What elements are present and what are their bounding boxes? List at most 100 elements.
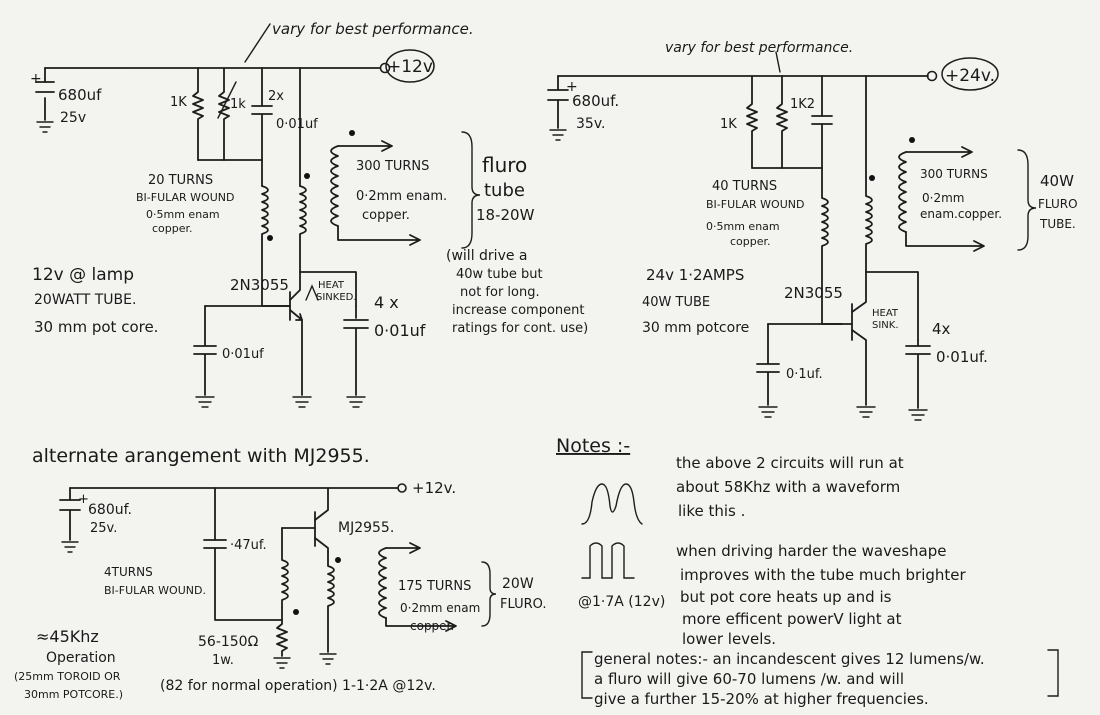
core-line2-alt: 30mm POTCORE.) [24, 688, 123, 701]
general-notes-bracket-left [581, 651, 593, 699]
secondary-turns-12v: 300 TURNS [356, 159, 429, 174]
waveform-sketches [581, 483, 643, 579]
spec-line2-12v: 20WATT TUBE. [34, 292, 136, 308]
base-cap-value-24v: 0·1uf. [786, 367, 823, 382]
load-line1-alt: 20W [502, 576, 534, 592]
primary-winding-24v: BI-FULAR WOUND [706, 198, 804, 211]
secondary-wire1-12v: 0·2mm enam. [356, 189, 447, 204]
vary-note-12v: vary for best performance. [272, 20, 474, 38]
freq-label-alt: ≈45Khz [36, 627, 99, 646]
notes-line7: more efficent powerV light at [682, 610, 902, 628]
cap-47-label: ·47uf. [230, 538, 267, 553]
resistor-watt-alt: 1w. [212, 653, 234, 668]
load-line2-12v: tube [484, 180, 525, 201]
spec-line1-24v: 24v 1·2AMPS [646, 266, 744, 284]
warning-line1-12v: (will drive a [446, 248, 528, 264]
waveform-current-label: @1·7A (12v) [578, 594, 665, 610]
primary-wire1-24v: 0·5mm enam [706, 220, 780, 233]
notes-line4: when driving harder the waveshape [676, 542, 946, 560]
secondary-wire1-24v: 0·2mm [922, 191, 964, 205]
notes-line6: but pot core heats up and is [680, 588, 892, 606]
heatsink-line1-24v: HEAT [872, 308, 899, 319]
supply-label-12v: +12v [387, 57, 433, 77]
circuit-24v: + [547, 51, 1037, 421]
primary-wire2-12v: copper. [152, 222, 193, 235]
primary-winding-12v: BI-FULAR WOUND [136, 191, 234, 204]
spec-line2-24v: 40W TUBE [642, 295, 710, 310]
input-cap-voltage-24v: 35v. [576, 116, 605, 132]
cap-count-12v: 2x [268, 89, 284, 104]
primary-wire1-12v: 0·5mm enam [146, 208, 220, 221]
output-cap-value-24v: 0·01uf. [936, 348, 988, 366]
base-cap-value-12v: 0·01uf [222, 347, 264, 362]
core-line1-alt: (25mm TOROID OR [14, 670, 121, 683]
operation-label-alt: Operation [46, 650, 116, 666]
warning-line2-12v: 40w tube but [456, 267, 543, 282]
secondary-wire2-alt: copper. [410, 619, 454, 633]
load-line3-24v: TUBE. [1039, 217, 1076, 231]
pot-label-24v: 1K2 [790, 97, 815, 112]
resistor-label-24v: 1K [720, 117, 737, 132]
general-notes-bracket-right [1047, 649, 1059, 697]
primary-turns-24v: 40 TURNS [712, 179, 777, 194]
primary-turns-alt: 4TURNS [104, 565, 153, 579]
load-line2-24v: FLURO [1038, 197, 1078, 211]
circuit-12v: + [30, 23, 481, 408]
primary-winding-alt: BI-FULAR WOUND. [104, 584, 206, 597]
secondary-turns-alt: 175 TURNS [398, 579, 471, 594]
notes-line3: like this . [678, 502, 745, 520]
general-notes-line1: general notes:- an incandescent gives 12… [594, 650, 985, 668]
cap-small-12v: 0·01uf [276, 117, 318, 132]
warning-line4-12v: increase component [452, 303, 584, 318]
notes-line1: the above 2 circuits will run at [676, 454, 904, 472]
spec-line3-12v: 30 mm pot core. [34, 318, 158, 336]
heatsink-line1-12v: HEAT [318, 280, 345, 291]
output-cap-count-24v: 4x [932, 320, 951, 338]
heatsink-line2-12v: SINKED. [316, 292, 357, 303]
heatsink-line2-24v: SINK. [872, 320, 899, 331]
secondary-wire2-24v: enam.copper. [920, 207, 1002, 221]
spec-line1-12v: 12v @ lamp [32, 265, 134, 285]
secondary-wire1-alt: 0·2mm enam [400, 601, 480, 615]
notes-line8: lower levels. [682, 630, 776, 648]
primary-wire2-24v: copper. [730, 235, 771, 248]
transistor-label-alt: MJ2955. [338, 520, 394, 536]
output-cap-count-12v: 4 x [374, 293, 399, 312]
spec-line3-24v: 30 mm potcore [642, 320, 749, 336]
circuit-mj2955: + [59, 483, 497, 669]
general-notes-line3: give a further 15-20% at higher frequenc… [594, 690, 929, 708]
pot-label-12v: 1k [230, 97, 246, 112]
normal-operation-note: (82 for normal operation) 1-1·2A @12v. [160, 678, 436, 694]
input-cap-value-24v: 680uf. [572, 92, 619, 110]
transistor-label-24v: 2N3055 [784, 284, 843, 302]
svg-text:+: + [566, 79, 578, 95]
transistor-label-12v: 2N3055 [230, 276, 289, 294]
warning-line5-12v: ratings for cont. use) [452, 321, 588, 336]
load-line2-alt: FLURO. [500, 597, 546, 612]
alt-arrangement-title: alternate arangement with MJ2955. [32, 445, 370, 467]
general-notes-line2: a fluro will give 60-70 lumens /w. and w… [594, 670, 904, 688]
load-line1-12v: fluro [482, 153, 527, 177]
input-cap-voltage-alt: 25v. [90, 521, 117, 536]
warning-line3-12v: not for long. [460, 285, 540, 300]
resistor-label-alt: 56-150Ω [198, 634, 259, 650]
input-cap-value-12v: 680uf [58, 86, 102, 104]
input-cap-voltage-12v: 25v [60, 110, 86, 126]
vary-note-24v: vary for best performance. [665, 40, 853, 56]
load-line3-12v: 18-20W [476, 206, 535, 224]
secondary-wire2-12v: copper. [362, 208, 410, 223]
svg-text:+: + [78, 492, 89, 507]
input-cap-value-alt: 680uf. [88, 502, 132, 518]
secondary-turns-24v: 300 TURNS [920, 167, 988, 181]
notes-heading: Notes :- [556, 435, 630, 457]
notes-line2: about 58Khz with a waveform [676, 478, 900, 496]
supply-label-alt: +12v. [412, 479, 456, 497]
supply-label-24v: +24v. [945, 66, 995, 86]
resistor-label-12v: 1K [170, 95, 187, 110]
load-line1-24v: 40W [1040, 172, 1074, 190]
primary-turns-12v: 20 TURNS [148, 173, 213, 188]
notes-line5: improves with the tube much brighter [680, 566, 967, 584]
svg-text:+: + [30, 71, 42, 87]
